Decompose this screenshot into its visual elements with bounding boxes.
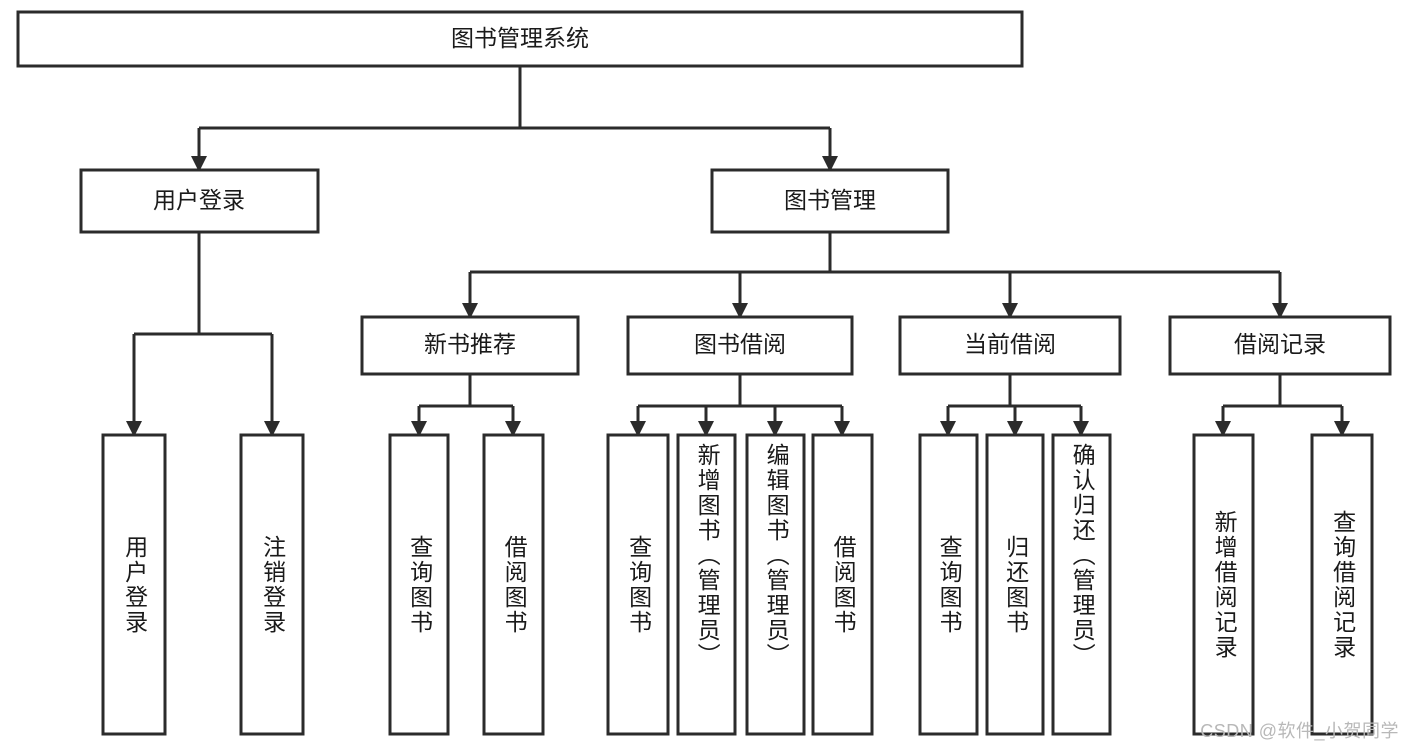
label-new-book-recommend: 新书推荐	[424, 331, 516, 357]
node-box-leaf-user-login[interactable]	[101, 433, 167, 736]
node-box-leaf-edit-book-admin[interactable]	[745, 433, 806, 736]
node-box-user-login[interactable]	[79, 168, 320, 234]
arrow-book-mgmt-to-borrow	[732, 303, 748, 319]
node-box-new-book-recommend[interactable]	[360, 315, 580, 376]
label-borrow-records: 借阅记录	[1234, 331, 1326, 357]
arrow-root-to-book-mgmt	[822, 156, 838, 172]
arrow-root-to-user-login	[191, 156, 207, 172]
node-box-current-borrow[interactable]	[898, 315, 1122, 376]
connector-group-book-mgmt	[462, 232, 1288, 319]
arrow-current-leaf-3	[1073, 421, 1089, 437]
node-box-leaf-borrow-book-2[interactable]	[811, 433, 874, 736]
node-box-borrow-records[interactable]	[1168, 315, 1392, 376]
arrow-book-mgmt-to-records	[1272, 303, 1288, 319]
label-book-management: 图书管理	[784, 187, 876, 213]
node-box-root[interactable]	[16, 10, 1024, 68]
node-box-leaf-logout[interactable]	[239, 433, 305, 736]
node-box-book-borrow[interactable]	[626, 315, 854, 376]
label-user-login: 用户登录	[153, 187, 245, 213]
node-box-leaf-add-book-admin[interactable]	[676, 433, 737, 736]
arrow-borrow-leaf-2	[698, 421, 714, 437]
node-box-leaf-borrow-book-1[interactable]	[482, 433, 545, 736]
arrow-records-leaf-2	[1334, 421, 1350, 437]
watermark-text: CSDN @软件_小贺同学	[1200, 721, 1399, 741]
connector-group-root	[191, 66, 838, 172]
arrow-book-mgmt-to-current	[1002, 303, 1018, 319]
arrow-new-book-leaf-2	[505, 421, 521, 437]
arrow-user-login-leaf-2	[264, 421, 280, 437]
arrow-current-leaf-2	[1007, 421, 1023, 437]
arrow-borrow-leaf-3	[767, 421, 783, 437]
connector-group-records	[1215, 374, 1350, 437]
node-box-leaf-query-book-2[interactable]	[606, 433, 670, 736]
arrow-current-leaf-1	[940, 421, 956, 437]
connector-group-current-borrow	[940, 374, 1089, 437]
node-box-leaf-query-book-3[interactable]	[918, 433, 979, 736]
arrow-borrow-leaf-1	[630, 421, 646, 437]
arrow-new-book-leaf-1	[411, 421, 427, 437]
label-current-borrow: 当前借阅	[964, 331, 1056, 357]
node-box-book-management[interactable]	[710, 168, 950, 234]
label-book-borrow: 图书借阅	[694, 331, 786, 357]
node-box-leaf-confirm-return-admin[interactable]	[1051, 433, 1112, 736]
arrow-user-login-leaf-1	[126, 421, 142, 437]
node-box-leaf-add-borrow-record[interactable]	[1192, 433, 1255, 736]
node-box-leaf-query-borrow-record[interactable]	[1310, 433, 1374, 736]
arrow-records-leaf-1	[1215, 421, 1231, 437]
label-root: 图书管理系统	[451, 25, 589, 51]
node-box-leaf-query-book-1[interactable]	[388, 433, 450, 736]
connector-group-new-book	[411, 374, 521, 437]
connector-group-user-login	[126, 232, 280, 437]
connector-group-borrow	[630, 374, 850, 437]
node-box-leaf-return-book[interactable]	[985, 433, 1045, 736]
arrow-borrow-leaf-4	[834, 421, 850, 437]
arrow-book-mgmt-to-new-book	[462, 303, 478, 319]
